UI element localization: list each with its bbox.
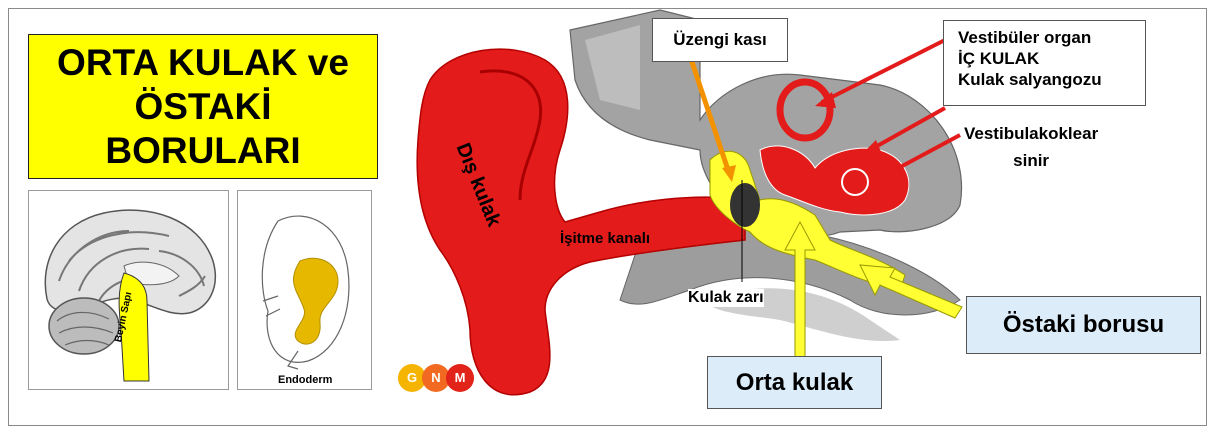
inner-ear-label: Vestibüler organ İÇ KULAK Kulak salyango… bbox=[944, 21, 1145, 90]
nerve-label: Vestibulakoklear sinir bbox=[964, 120, 1098, 174]
stapedius-label: Üzengi kası bbox=[653, 19, 787, 61]
eustachian-label: Östaki borusu bbox=[1003, 311, 1164, 339]
middle-ear-label: Orta kulak bbox=[736, 369, 853, 397]
middle-ear-label-box: Orta kulak bbox=[707, 356, 882, 409]
eardrum-label: Kulak zarı bbox=[688, 289, 764, 307]
ossicles bbox=[730, 183, 760, 227]
inner-ear-label-box: Vestibüler organ İÇ KULAK Kulak salyango… bbox=[943, 20, 1146, 106]
eustachian-label-box: Östaki borusu bbox=[966, 296, 1201, 354]
ear-canal-label: İşitme kanalı bbox=[560, 230, 650, 247]
stapedius-label-box: Üzengi kası bbox=[652, 18, 788, 62]
